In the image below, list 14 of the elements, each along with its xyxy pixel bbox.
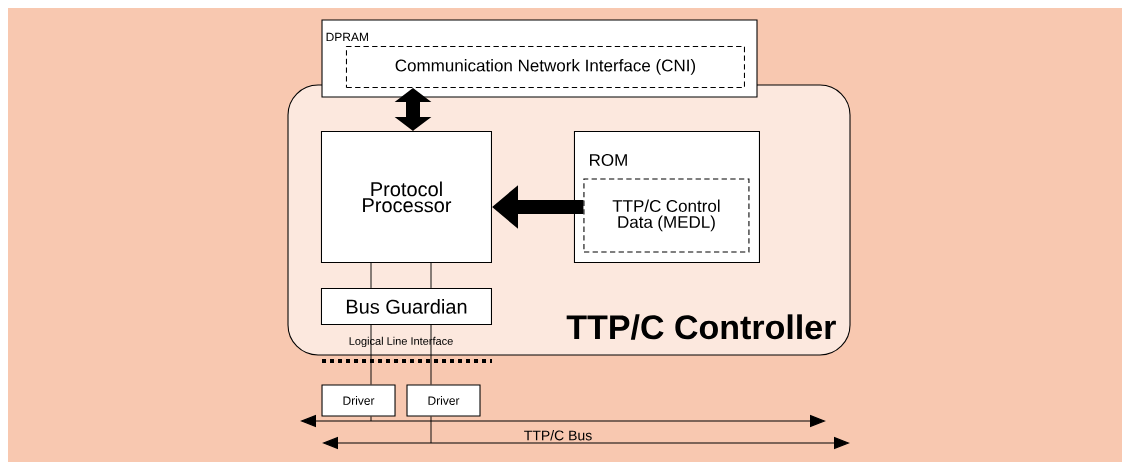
interface-box: Communication Network Interface (CNI) <box>345 45 745 88</box>
connector-line <box>370 324 372 385</box>
connector-line <box>370 416 372 422</box>
connector-line <box>370 262 372 289</box>
caption-text: Logical Line Interface <box>349 336 453 348</box>
connector-line <box>430 262 432 289</box>
data-box: TTP/C Control Data (MEDL) <box>583 178 750 253</box>
connector-line <box>430 416 432 444</box>
driver-box: Driver <box>321 384 396 417</box>
block-arrow <box>394 88 432 131</box>
guardian-box: Bus Guardian <box>320 287 492 325</box>
driver-box: Driver <box>406 384 481 417</box>
processor-box: Protocol Processor <box>320 130 492 263</box>
connector-line <box>430 324 432 385</box>
